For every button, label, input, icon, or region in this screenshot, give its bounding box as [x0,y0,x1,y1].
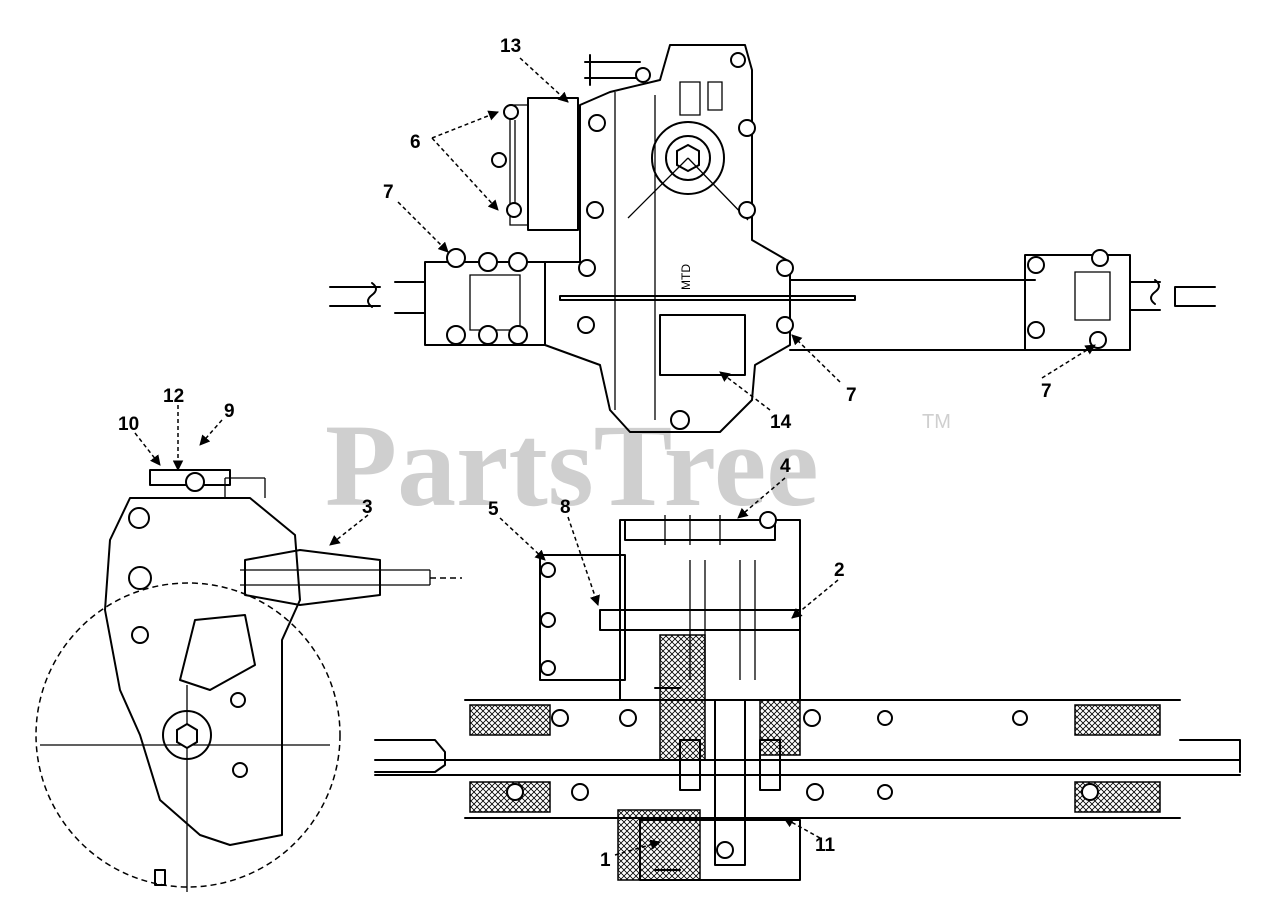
callout-7-top-left: 7 [383,182,394,203]
callout-10: 10 [118,414,139,435]
callout-2: 2 [834,560,845,581]
callout-3: 3 [362,497,373,518]
callout-14: 14 [770,412,792,433]
callout-8: 8 [560,497,571,518]
cross-section [374,511,1241,881]
callout-labels: 13 6 7 7 7 14 12 9 10 3 4 5 8 2 1 11 [118,36,1052,871]
callout-1: 1 [600,850,611,871]
watermark: PartsTree TM [325,400,951,531]
callout-7-center: 7 [846,385,857,406]
side-view-housing [35,469,462,892]
watermark-text: PartsTree [325,400,819,531]
callout-7-right: 7 [1041,381,1052,402]
casting-mark: MTD [679,264,693,290]
callout-5: 5 [488,499,499,520]
watermark-trademark: TM [922,411,951,433]
callout-9: 9 [224,401,235,422]
callout-6: 6 [410,132,421,153]
callout-13: 13 [500,36,521,57]
leader-lines [134,57,1096,856]
top-view-bolts [446,52,1109,430]
callout-11: 11 [815,835,836,856]
callout-12: 12 [163,386,184,407]
top-view-housing: MTD [329,44,1216,433]
callout-4: 4 [780,456,791,477]
